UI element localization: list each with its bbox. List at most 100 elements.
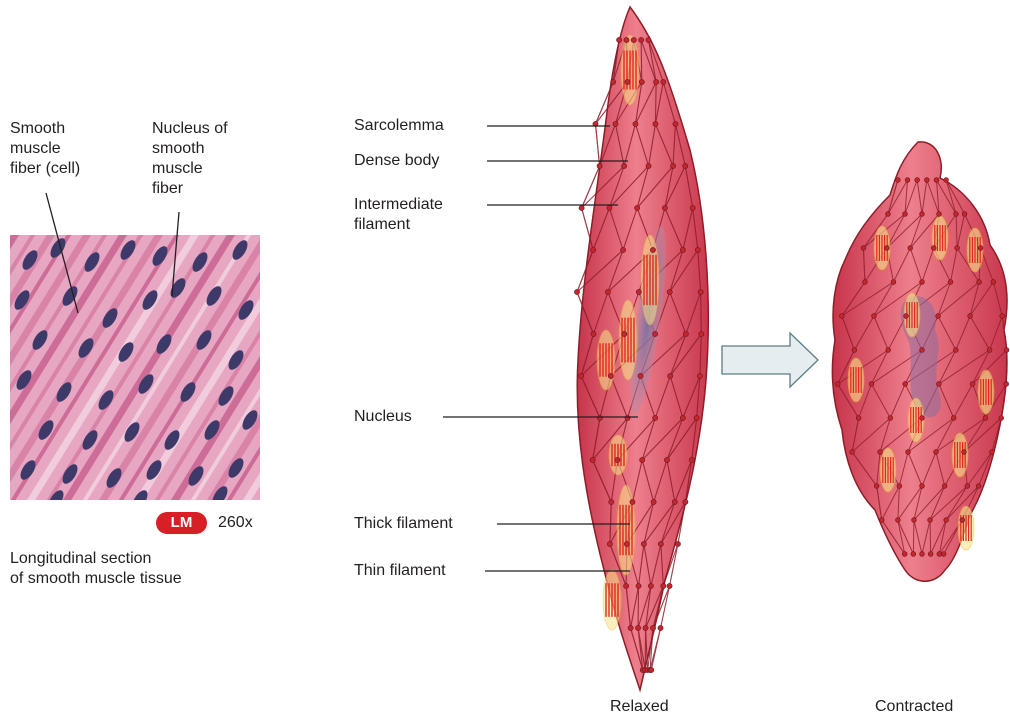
label-line: filament <box>354 215 443 235</box>
contractile-unit <box>958 506 974 550</box>
dense-body-dot <box>839 314 844 319</box>
dense-body-dot <box>937 212 942 217</box>
dense-body-dot <box>987 348 992 353</box>
dense-body-dot <box>852 348 857 353</box>
dense-body-dot <box>635 205 640 210</box>
dense-body-dot <box>640 457 645 462</box>
dense-body-dot <box>871 314 876 319</box>
dense-body-dot <box>968 314 973 319</box>
dense-body-dot <box>643 625 648 630</box>
micrograph-caption: Longitudinal section of smooth muscle ti… <box>10 549 182 589</box>
dense-body-dot <box>942 484 947 489</box>
dense-body-dot <box>638 373 643 378</box>
dense-body-dot <box>650 625 655 630</box>
dense-body-dot <box>613 121 618 126</box>
dense-body-dot <box>874 484 879 489</box>
dense-body-dot <box>697 373 702 378</box>
intermediate-filament-segment <box>641 40 642 82</box>
contractile-unit <box>619 300 637 380</box>
dense-body-dot <box>605 289 610 294</box>
dense-body-dot <box>970 382 975 387</box>
contractile-unit <box>617 485 635 575</box>
dense-body-dot <box>651 499 656 504</box>
dense-body-dot <box>615 457 620 462</box>
label-nucleus: Nucleus <box>354 407 412 427</box>
micrograph-fiber <box>424 230 594 505</box>
dense-body-dot <box>621 163 626 168</box>
label-thin-filament: Thin filament <box>354 561 446 581</box>
dense-body-dot <box>628 625 633 630</box>
dense-body-dot <box>690 205 695 210</box>
label-contracted: Contracted <box>875 697 953 717</box>
dense-body-dot <box>920 348 925 353</box>
dense-body-dot <box>689 457 694 462</box>
label-line: Intermediate <box>354 195 443 215</box>
dense-body-dot <box>624 37 629 42</box>
dense-body-dot <box>962 212 967 217</box>
dense-body-dot <box>680 247 685 252</box>
dense-body-dot <box>609 499 614 504</box>
intermediate-filament-segment <box>701 292 702 334</box>
dense-body-dot <box>884 246 889 251</box>
dense-body-dot <box>1004 348 1009 353</box>
dense-body-dot <box>662 205 667 210</box>
intermediate-filament-segment <box>655 82 656 124</box>
dense-body-dot <box>672 499 677 504</box>
dense-body-dot <box>948 280 953 285</box>
dense-body-dot <box>683 331 688 336</box>
dense-body-dot <box>850 450 855 455</box>
dense-body-dot <box>624 583 629 588</box>
caption-line: of smooth muscle tissue <box>10 569 182 589</box>
dense-body-dot <box>639 79 644 84</box>
dense-body-dot <box>620 247 625 252</box>
micrograph-fiber <box>316 230 486 505</box>
dense-body-dot <box>597 163 602 168</box>
dense-body-dot <box>631 37 636 42</box>
dense-body-dot <box>630 499 635 504</box>
dense-body-dot <box>1000 314 1005 319</box>
contractile-unit <box>932 216 948 260</box>
dense-body-dot <box>924 178 929 183</box>
contractile-unit <box>952 433 968 477</box>
label-sarcolemma: Sarcolemma <box>354 116 444 136</box>
dense-body-dot <box>863 280 868 285</box>
dense-body-dot <box>608 373 613 378</box>
dense-body-dot <box>978 246 983 251</box>
dense-body-dot <box>962 450 967 455</box>
dense-body-dot <box>886 212 891 217</box>
label-relaxed: Relaxed <box>610 697 669 717</box>
dense-body-dot <box>954 212 959 217</box>
dense-body-dot <box>931 246 936 251</box>
contraction-arrow <box>722 333 818 387</box>
dense-body-dot <box>673 121 678 126</box>
dense-body-dot <box>977 280 982 285</box>
dense-body-dot <box>953 348 958 353</box>
dense-body-dot <box>670 163 675 168</box>
micrograph-fiber <box>334 230 504 505</box>
dense-body-dot <box>658 625 663 630</box>
micrograph-image <box>0 230 594 512</box>
contractile-unit <box>597 330 615 390</box>
dense-body-dot <box>597 415 602 420</box>
micrograph-fiber <box>262 230 432 505</box>
dense-body-dot <box>648 583 653 588</box>
dense-body-dot <box>895 518 900 523</box>
label-intermediate-filament: Intermediate filament <box>354 195 443 235</box>
dense-body-dot <box>607 205 612 210</box>
dense-body-dot <box>668 373 673 378</box>
dense-body-dot <box>944 518 949 523</box>
dense-body-dot <box>635 625 640 630</box>
dense-body-dot <box>664 457 669 462</box>
dense-body-dot <box>886 348 891 353</box>
dense-body-dot <box>633 121 638 126</box>
dense-body-dot <box>891 280 896 285</box>
dense-body-dot <box>965 484 970 489</box>
dense-body-dot <box>624 541 629 546</box>
dense-body-dot <box>903 212 908 217</box>
label-dense-body: Dense body <box>354 151 439 171</box>
dense-body-dot <box>878 450 883 455</box>
dense-body-dot <box>920 212 925 217</box>
dense-body-dot <box>991 280 996 285</box>
dense-body-dot <box>641 541 646 546</box>
